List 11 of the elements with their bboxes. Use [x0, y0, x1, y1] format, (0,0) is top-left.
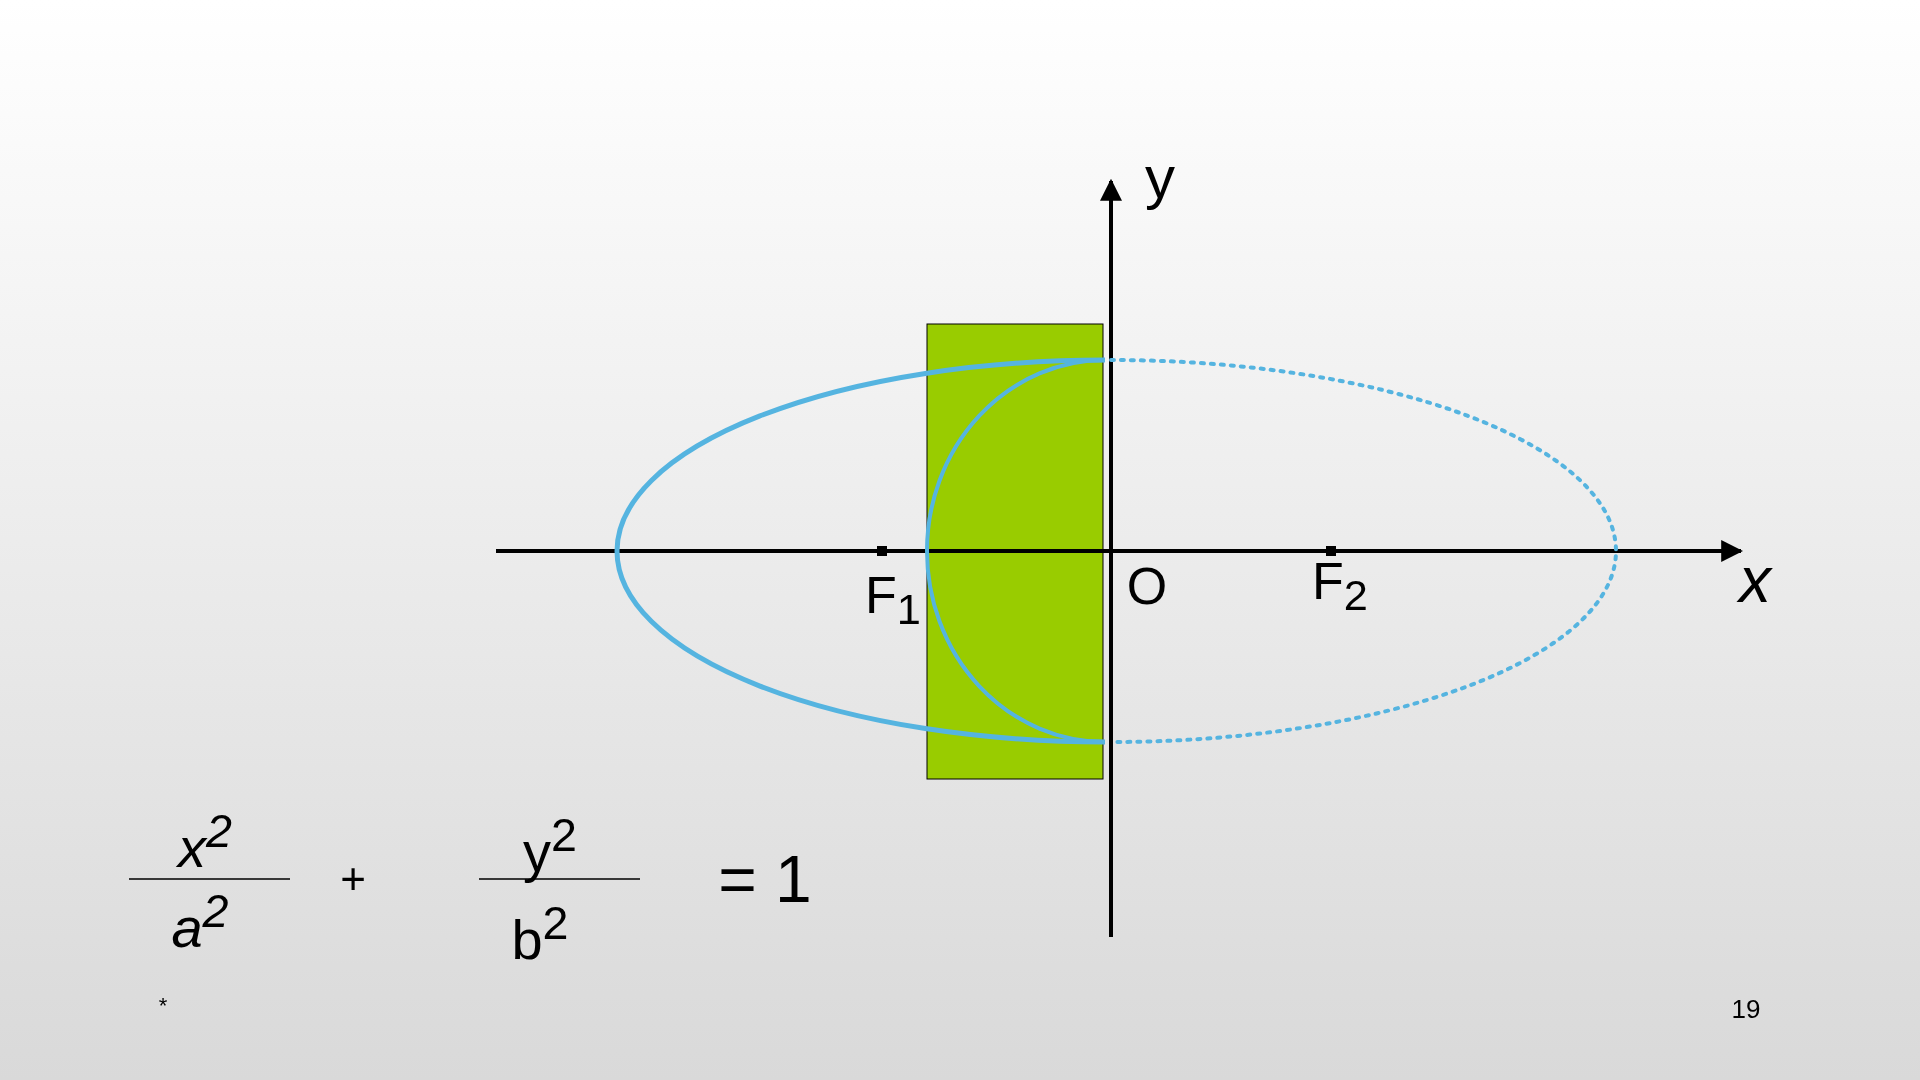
plus-sign: + [340, 857, 366, 901]
equation-term: b$^{2}$ [511, 900, 569, 968]
equation-result: = 1 [718, 846, 812, 912]
focus-label: F$_{2}$ [1312, 554, 1368, 618]
page-number: 19 [1731, 996, 1761, 1022]
focus-label: F$_{1}$ [865, 568, 921, 632]
origin-label: O [1126, 560, 1168, 612]
equation-term: a$^{2}$ [171, 888, 229, 956]
axis-label: y [1145, 148, 1175, 208]
equation-term: x$^{2}$ [178, 808, 232, 876]
footnote-mark: * [158, 995, 168, 1017]
